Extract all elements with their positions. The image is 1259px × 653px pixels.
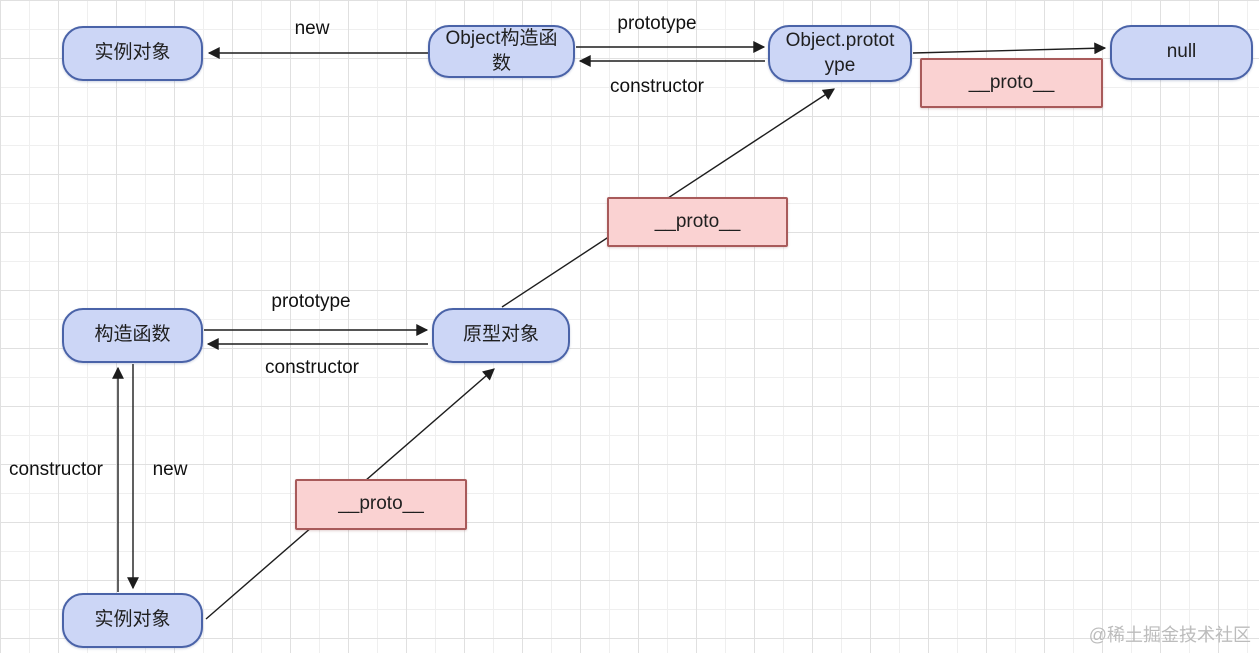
edge-label-constructor-mid: constructor xyxy=(265,357,359,378)
node-label: 实例对象 xyxy=(94,42,171,64)
node-label: Object构造函数 xyxy=(445,27,558,74)
node-null: null xyxy=(1110,25,1253,80)
node-instance-object-bottom: 实例对象 xyxy=(62,593,203,648)
proto-box-top: __proto__ xyxy=(920,58,1103,108)
proto-label: __proto__ xyxy=(968,71,1055,93)
node-label: 构造函数 xyxy=(94,324,171,346)
node-label: 原型对象 xyxy=(462,324,539,346)
node-label: 实例对象 xyxy=(94,609,171,631)
proto-box-bottom: __proto__ xyxy=(295,479,467,530)
node-label: Object.prototype xyxy=(785,29,895,76)
node-constructor-function: 构造函数 xyxy=(62,308,203,363)
node-object-prototype: Object.prototype xyxy=(768,25,912,82)
node-prototype-object: 原型对象 xyxy=(432,308,570,363)
node-object-constructor: Object构造函数 xyxy=(428,25,575,78)
watermark: @稀土掘金技术社区 xyxy=(1088,625,1251,645)
edge-label-new-vertical: new xyxy=(152,459,188,480)
edge-proto-to-null xyxy=(912,42,1107,55)
node-label: null xyxy=(1166,41,1197,63)
edge-label-prototype-top: prototype xyxy=(617,13,697,34)
proto-box-middle: __proto__ xyxy=(607,197,788,247)
edge-label-prototype-mid: prototype xyxy=(271,291,351,312)
edge-label-constructor-vertical: constructor xyxy=(9,459,103,480)
edge-label-constructor-top: constructor xyxy=(610,76,704,97)
edge-label-new-top: new xyxy=(294,18,330,39)
node-instance-object-top: 实例对象 xyxy=(62,26,203,81)
proto-label: __proto__ xyxy=(338,493,424,515)
proto-label: __proto__ xyxy=(654,210,741,232)
